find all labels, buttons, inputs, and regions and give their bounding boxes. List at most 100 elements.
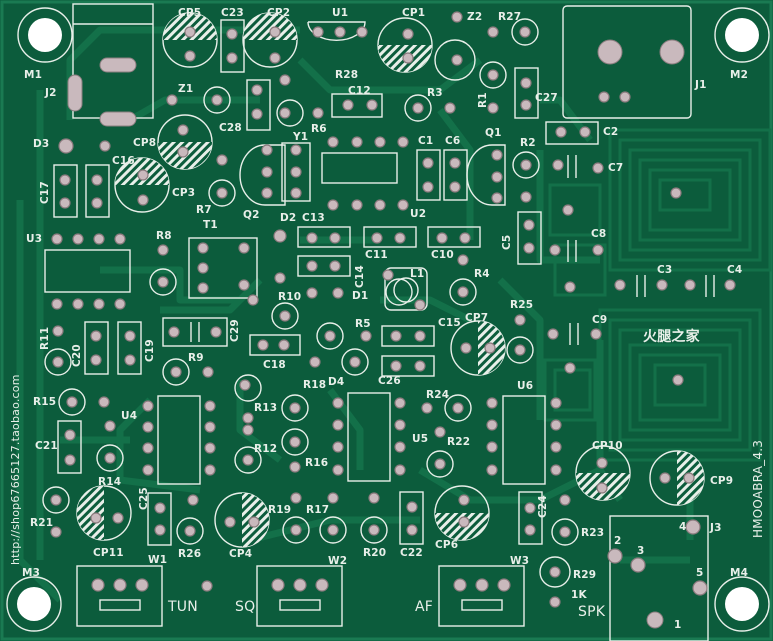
label-u1: U1 <box>332 7 349 19</box>
label-y1: Y1 <box>293 131 309 143</box>
label-c11: C11 <box>365 249 388 261</box>
label-r29: R29 <box>573 569 597 581</box>
label-cp10: CP10 <box>592 440 623 452</box>
label-j1: J1 <box>695 79 707 91</box>
label-c1: C1 <box>418 135 434 147</box>
label-w3: W3 <box>510 555 530 567</box>
label-l1: L1 <box>410 268 425 280</box>
label-cp6: CP6 <box>435 539 459 551</box>
label-c16: C16 <box>112 155 135 167</box>
label-c6: C6 <box>445 135 461 147</box>
label-c15: C15 <box>438 317 461 329</box>
label-m3: M3 <box>22 567 41 579</box>
label-r18: R18 <box>303 379 327 391</box>
label-c10: C10 <box>431 249 454 261</box>
label-d3: D3 <box>33 138 50 150</box>
label-r7: R7 <box>196 204 212 216</box>
label-r21: R21 <box>30 517 54 529</box>
label-r23: R23 <box>581 527 605 539</box>
label-c28: C28 <box>219 122 242 134</box>
label-cp11: CP11 <box>93 547 124 559</box>
label-c29: C29 <box>229 319 241 342</box>
label-cp8: CP8 <box>133 137 157 149</box>
label-z1: Z1 <box>178 83 194 95</box>
label-r20: R20 <box>363 547 387 559</box>
label-c20: C20 <box>71 344 83 367</box>
label-u3: U3 <box>26 233 43 245</box>
label-u6: U6 <box>517 380 534 392</box>
label-d2: D2 <box>280 212 297 224</box>
label-r27: R27 <box>498 11 522 23</box>
label-c7: C7 <box>608 162 624 174</box>
board-version: HMOOABRA_4.3 <box>751 439 765 538</box>
label-sq: SQ <box>235 599 256 615</box>
label-j3-pin1: 1 <box>674 619 682 631</box>
label-r10: R10 <box>278 291 302 303</box>
label-c21: C21 <box>35 440 58 452</box>
label-cp9: CP9 <box>710 475 734 487</box>
label-c25: C25 <box>138 487 150 510</box>
label-tun: TUN <box>168 599 198 615</box>
label-r5: R5 <box>355 318 371 330</box>
label-r14: R14 <box>98 476 122 488</box>
label-cp3: CP3 <box>172 187 196 199</box>
label-r11: R11 <box>39 326 51 350</box>
label-c17: C17 <box>39 181 51 204</box>
label-cp1: CP1 <box>402 7 426 19</box>
label-r15: R15 <box>33 396 57 408</box>
label-c12: C12 <box>348 85 371 97</box>
label-r19: R19 <box>268 504 292 516</box>
label-c22: C22 <box>400 547 423 559</box>
label-w1: W1 <box>148 554 168 566</box>
label-r13: R13 <box>254 402 278 414</box>
label-r9: R9 <box>188 352 204 364</box>
label-c27: C27 <box>535 92 558 104</box>
url-silkscreen: http://shop67665127.taobao.com <box>9 374 22 565</box>
label-u2: U2 <box>410 208 427 220</box>
label-cp5: CP5 <box>178 7 202 19</box>
label-c4: C4 <box>727 264 743 276</box>
label-q1: Q1 <box>485 127 502 139</box>
label-j3-pin4: 4 <box>679 521 687 533</box>
label-d4: D4 <box>328 376 345 388</box>
label-j3-pin3: 3 <box>637 545 645 557</box>
label-r12: R12 <box>254 443 278 455</box>
label-r8: R8 <box>156 230 172 242</box>
label-c24: C24 <box>537 495 549 518</box>
label-spk: SPK <box>578 604 606 620</box>
label-j3: J3 <box>710 522 722 534</box>
label-m4: M4 <box>730 567 749 579</box>
label-r17: R17 <box>306 504 330 516</box>
label-r16: R16 <box>305 457 329 469</box>
label-c3: C3 <box>657 264 673 276</box>
label-w2: W2 <box>328 555 348 567</box>
label-q2: Q2 <box>243 209 260 221</box>
label-r6: R6 <box>311 123 327 135</box>
label-r4: R4 <box>474 268 490 280</box>
label-c2: C2 <box>603 126 619 138</box>
label-r22: R22 <box>447 436 471 448</box>
label-t1: T1 <box>203 219 218 231</box>
label-brand-chinese: 火腿之家 <box>643 329 700 345</box>
label-m1: M1 <box>24 69 43 81</box>
label-m2: M2 <box>730 69 749 81</box>
label-c18: C18 <box>263 359 286 371</box>
label-j2: J2 <box>45 87 57 99</box>
label-c13: C13 <box>302 212 325 224</box>
label-cp4: CP4 <box>229 548 253 560</box>
label-c14: C14 <box>354 265 366 288</box>
label-c9: C9 <box>592 314 608 326</box>
label-r28: R28 <box>335 69 359 81</box>
label-r29-value: 1K <box>571 589 587 601</box>
label-r25: R25 <box>510 299 534 311</box>
label-c19: C19 <box>144 339 156 362</box>
label-r26: R26 <box>178 548 202 560</box>
label-r24: R24 <box>426 389 450 401</box>
label-c23: C23 <box>221 7 244 19</box>
label-r1: R1 <box>477 92 489 108</box>
label-cp7: CP7 <box>465 312 489 324</box>
label-r2: R2 <box>520 137 536 149</box>
label-d1: D1 <box>352 290 369 302</box>
label-cp2: CP2 <box>267 7 291 19</box>
